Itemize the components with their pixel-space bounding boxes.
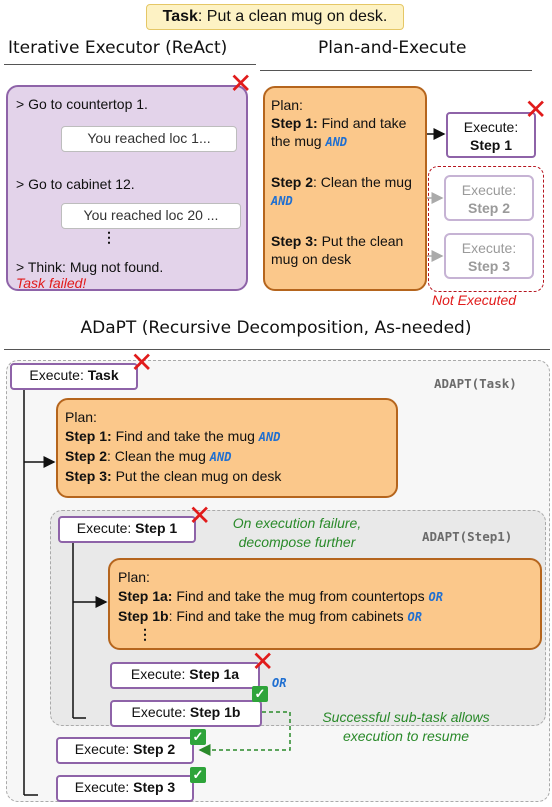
- task-banner-text: : Put a clean mug on desk.: [197, 8, 388, 25]
- pe-and-1: AND: [325, 135, 348, 149]
- react-line-3: > Think: Mug not found.: [16, 259, 164, 275]
- adapt-or-label: OR: [272, 676, 287, 690]
- react-line-1: > Go to countertop 1.: [16, 96, 148, 112]
- plan-exec-title: Plan-and-Execute: [318, 38, 467, 58]
- pe-execute-step-1[interactable]: Execute:Step 1: [446, 112, 536, 158]
- adapt-subplan-label: Plan:: [118, 569, 150, 585]
- pe-plan-box: Plan: Step 1: Find and take the mug AND …: [263, 86, 427, 291]
- adapt-title-rule: [4, 349, 550, 350]
- adapt-execute-step-1a[interactable]: Execute: Step 1a: [110, 662, 260, 689]
- react-line-2: > Go to cabinet 12.: [16, 176, 135, 192]
- adapt-step1-tag: ADAPT(Step1): [422, 529, 513, 544]
- adapt-subplan-step-1a: Step 1a: Find and take the mug from coun…: [118, 588, 443, 604]
- pe-step1-fail-icon: ✕: [524, 93, 548, 126]
- adapt-execute-step-1[interactable]: Execute: Step 1: [58, 516, 196, 543]
- adapt-plan-box: Plan: Step 1: Find and take the mug AND …: [56, 398, 398, 498]
- adapt-step1-fail-icon: ✕: [188, 499, 212, 532]
- adapt-step1a-fail-icon: ✕: [251, 645, 275, 678]
- react-title-rule: [4, 64, 256, 65]
- adapt-plan-label: Plan:: [65, 409, 97, 425]
- adapt-step3-success-icon: ✓: [190, 767, 206, 783]
- adapt-execute-step-2[interactable]: Execute: Step 2: [56, 737, 194, 764]
- adapt-subplan-box: Plan: Step 1a: Find and take the mug fro…: [108, 558, 542, 650]
- adapt-execute-step-1b[interactable]: Execute: Step 1b: [110, 700, 262, 727]
- resume-arrow: [198, 711, 291, 756]
- pe-and-2: AND: [271, 194, 293, 208]
- react-panel: [6, 85, 248, 291]
- adapt-plan-step-3: Step 3: Put the clean mug on desk: [65, 468, 282, 484]
- react-observation-1: You reached loc 1...: [61, 126, 237, 152]
- pe-step-1: Step 1: Find and take the mug AND: [271, 115, 407, 149]
- adapt-step2-success-icon: ✓: [190, 729, 206, 745]
- adapt-subplan-step-1b: Step 1b: Find and take the mug from cabi…: [118, 608, 422, 624]
- pe-step-3: Step 3: Put the clean mug on desk: [271, 233, 404, 267]
- react-ellipsis: ⋮: [102, 229, 116, 245]
- plan-exec-title-rule: [260, 70, 532, 71]
- react-observation-2: You reached loc 20 ...: [61, 203, 241, 229]
- adapt-execute-step-3[interactable]: Execute: Step 3: [56, 775, 194, 802]
- task-banner: Task: Put a clean mug on desk.: [146, 4, 404, 30]
- adapt-title: ADaPT (Recursive Decomposition, As-neede…: [80, 318, 472, 338]
- adapt-subplan-ellipsis: ⋮: [138, 626, 152, 642]
- adapt-execute-task[interactable]: Execute: Task: [10, 363, 138, 390]
- pe-execute-step-3: Execute:Step 3: [444, 233, 534, 279]
- adapt-task-fail-icon: ✕: [130, 346, 154, 379]
- adapt-task-tag: ADAPT(Task): [434, 376, 517, 391]
- react-failed-text: Task failed!: [16, 275, 87, 291]
- pe-step-2: Step 2: Clean the mug AND: [271, 174, 412, 208]
- react-fail-icon: ✕: [229, 67, 253, 100]
- react-title: Iterative Executor (ReAct): [8, 38, 228, 58]
- pe-execute-step-2: Execute:Step 2: [444, 175, 534, 221]
- fail-note: On execution failure,decompose further: [232, 515, 362, 550]
- pe-plan-label: Plan:: [271, 97, 303, 113]
- adapt-plan-step-1: Step 1: Find and take the mug AND: [65, 428, 281, 444]
- adapt-plan-step-2: Step 2: Clean the mug AND: [65, 448, 232, 464]
- not-executed-label: Not Executed: [432, 292, 517, 308]
- not-executed-group: [428, 166, 544, 292]
- task-banner-label: Task: [162, 8, 198, 25]
- adapt-step1b-success-icon: ✓: [252, 686, 268, 702]
